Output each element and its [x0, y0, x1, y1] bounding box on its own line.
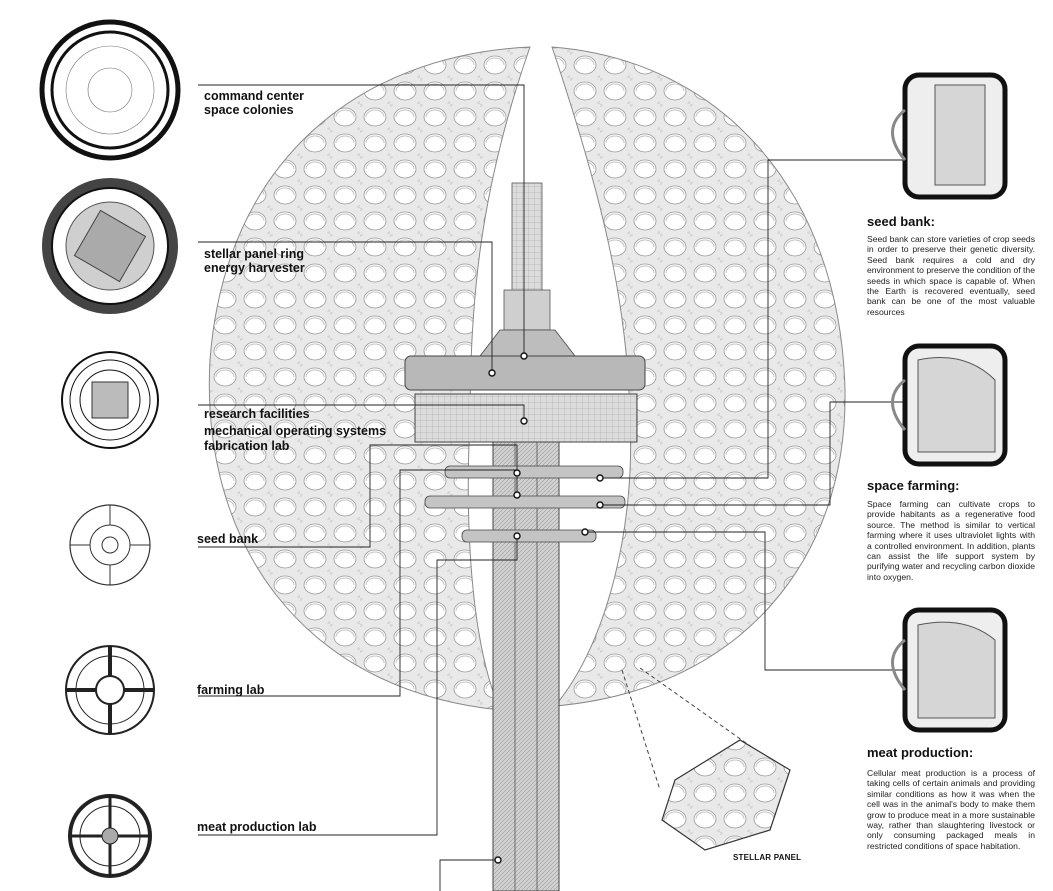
sphere-right-shell: [551, 46, 846, 707]
label-fabrication-lab: fabrication lab: [204, 439, 290, 453]
room-space-farming: [891, 343, 1008, 467]
section-title-space-farming: space farming:: [867, 478, 960, 493]
plan-research: [61, 351, 159, 449]
room-meat-production: [891, 607, 1008, 733]
plan-command-center: [39, 19, 181, 161]
room-seed-bank: [891, 72, 1008, 200]
sphere-shell: [208, 46, 846, 711]
central-tower: [404, 182, 646, 891]
label-mechanical-operating-systems: mechanical operating systems: [204, 424, 387, 438]
caption-stellar-panel: STELLAR PANEL: [733, 853, 802, 862]
section-title-seed-bank: seed bank:: [867, 214, 935, 229]
label-seed-bank: seed bank: [197, 532, 259, 546]
section-title-meat-production: meat production:: [867, 745, 974, 760]
leader-lines: [198, 84, 905, 891]
plan-stellar-ring: [42, 178, 178, 314]
plan-seed-bank: [69, 504, 151, 586]
label-farming-lab: farming lab: [197, 683, 265, 697]
label-meat-production-lab: meat production lab: [197, 820, 317, 834]
label-stellar-panel-ring: stellar panel ring: [204, 247, 305, 261]
plan-meat-production: [68, 794, 152, 878]
sphere-left-shell: [208, 46, 531, 711]
section-body-space-farming: Space farming can cultivate crops to pro…: [867, 499, 1035, 582]
label-energy-harvester: energy harvester: [204, 261, 305, 275]
section-body-seed-bank: Seed bank can store varieties of crop se…: [867, 234, 1035, 317]
stellar-panel-detail: [621, 667, 791, 851]
plan-farming-lab: [65, 645, 155, 735]
section-body-meat-production: Cellular meat production is a process of…: [867, 768, 1035, 851]
label-command-center: command center: [204, 89, 305, 103]
connection-nodes: [488, 352, 604, 864]
label-space-colonies: space colonies: [204, 103, 294, 117]
label-research-facilities: research facilities: [204, 407, 310, 421]
